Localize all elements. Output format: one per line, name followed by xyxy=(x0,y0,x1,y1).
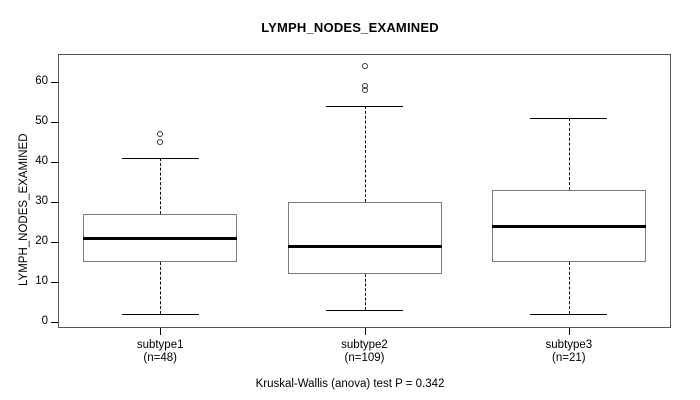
y-axis-tick-label: 30 xyxy=(0,195,48,208)
x-axis-group-count: (n=109) xyxy=(344,352,385,364)
x-axis-group-name: subtype3 xyxy=(545,339,593,351)
whisker-cap-lower xyxy=(121,314,199,315)
y-axis-tick xyxy=(51,242,58,243)
x-axis-tick xyxy=(160,328,161,335)
whisker-cap-lower xyxy=(530,314,608,315)
y-axis-tick xyxy=(51,322,58,323)
y-axis-tick-label-text: 50 xyxy=(35,115,48,127)
y-axis-tick-label: 20 xyxy=(0,235,48,248)
median-line xyxy=(491,225,646,228)
whisker-lower xyxy=(365,274,366,310)
whisker-lower xyxy=(569,262,570,314)
x-axis-group-count: (n=21) xyxy=(552,352,586,364)
whisker-upper xyxy=(569,118,570,190)
y-axis-tick-label: 40 xyxy=(0,155,48,168)
y-axis-tick-label: 10 xyxy=(0,275,48,288)
y-axis-tick xyxy=(51,122,58,123)
x-axis-tick xyxy=(569,328,570,335)
outlier-point xyxy=(157,131,164,137)
y-axis-tick-label: 50 xyxy=(0,115,48,128)
box-iqr xyxy=(287,202,442,274)
whisker-lower xyxy=(160,262,161,314)
y-axis-tick-label-text: 60 xyxy=(35,75,48,87)
x-axis-tick-label: subtype3(n=21) xyxy=(489,339,649,365)
median-line xyxy=(287,245,442,248)
y-axis-tick-label: 0 xyxy=(0,315,48,328)
x-axis-tick-label: subtype2(n=109) xyxy=(285,339,445,365)
outlier-point xyxy=(157,139,164,145)
whisker-cap-upper xyxy=(326,106,403,107)
outlier-point xyxy=(361,87,368,93)
y-axis-tick xyxy=(51,202,58,203)
x-axis-group-count: (n=48) xyxy=(143,352,177,364)
x-axis-group-name: subtype2 xyxy=(341,339,388,351)
y-axis-tick xyxy=(51,82,58,83)
whisker-upper xyxy=(365,106,366,202)
y-axis-tick xyxy=(51,162,58,163)
x-axis-tick xyxy=(365,328,366,335)
median-line xyxy=(83,237,238,240)
y-axis-tick-label-text: 20 xyxy=(35,235,48,247)
x-axis-tick-label: subtype1(n=48) xyxy=(80,339,240,365)
statistical-test-annotation: Kruskal-Wallis (anova) test P = 0.342 xyxy=(255,378,445,390)
x-axis-group-name: subtype1 xyxy=(136,339,184,351)
y-axis-tick-label-text: 0 xyxy=(41,315,48,327)
whisker-cap-upper xyxy=(121,158,199,159)
whisker-cap-upper xyxy=(530,118,608,119)
y-axis-tick-label: 60 xyxy=(0,75,48,88)
whisker-upper xyxy=(160,158,161,214)
y-axis-tick-label-text: 30 xyxy=(35,195,48,207)
whisker-cap-lower xyxy=(326,310,403,311)
y-axis-tick-label-text: 40 xyxy=(35,155,48,167)
y-axis-tick-label-text: 10 xyxy=(35,275,48,287)
page-title: LYMPH_NODES_EXAMINED xyxy=(261,20,439,35)
outlier-point xyxy=(361,63,368,69)
y-axis-tick xyxy=(51,282,58,283)
